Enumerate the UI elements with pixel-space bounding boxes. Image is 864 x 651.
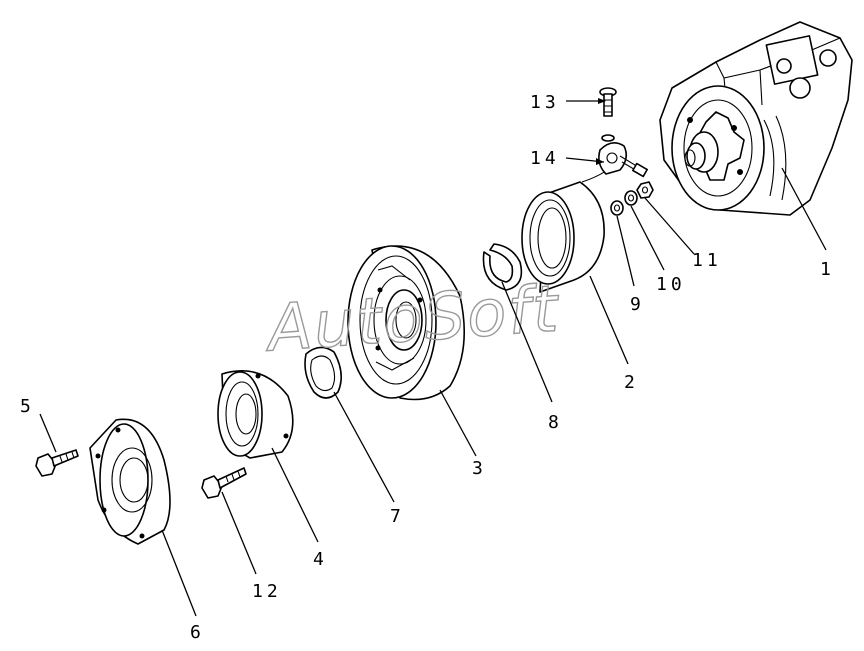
callout-10: 10 <box>656 274 686 295</box>
callout-2: 2 <box>624 372 639 393</box>
part-pulley <box>347 245 465 401</box>
part-armature <box>217 370 294 459</box>
callout-3: 3 <box>472 458 487 479</box>
callout-12: 12 <box>252 581 282 602</box>
part-compressor <box>659 21 853 216</box>
callouts: 1 2 3 4 5 6 7 8 9 10 11 12 13 14 <box>20 92 835 643</box>
part-shim <box>304 346 342 399</box>
part-washer-9 <box>610 200 624 216</box>
leader-lines <box>39 98 827 617</box>
part-bolt-12 <box>201 467 247 499</box>
callout-11: 11 <box>692 250 722 271</box>
callout-7: 7 <box>390 506 405 527</box>
part-bolt-5 <box>35 449 79 477</box>
callout-13: 13 <box>530 92 560 113</box>
part-harness-clamp <box>598 142 648 178</box>
callout-4: 4 <box>313 549 328 570</box>
part-washer-10 <box>624 190 638 206</box>
part-field-coil <box>521 159 621 293</box>
callout-6: 6 <box>190 622 205 643</box>
callout-14: 14 <box>530 148 560 169</box>
part-nut-11 <box>636 181 654 199</box>
callout-8: 8 <box>548 412 563 433</box>
part-cover-plate <box>89 418 171 545</box>
callout-9: 9 <box>630 294 645 315</box>
callout-5: 5 <box>20 396 35 417</box>
part-screw <box>599 87 617 142</box>
callout-1: 1 <box>820 259 835 280</box>
